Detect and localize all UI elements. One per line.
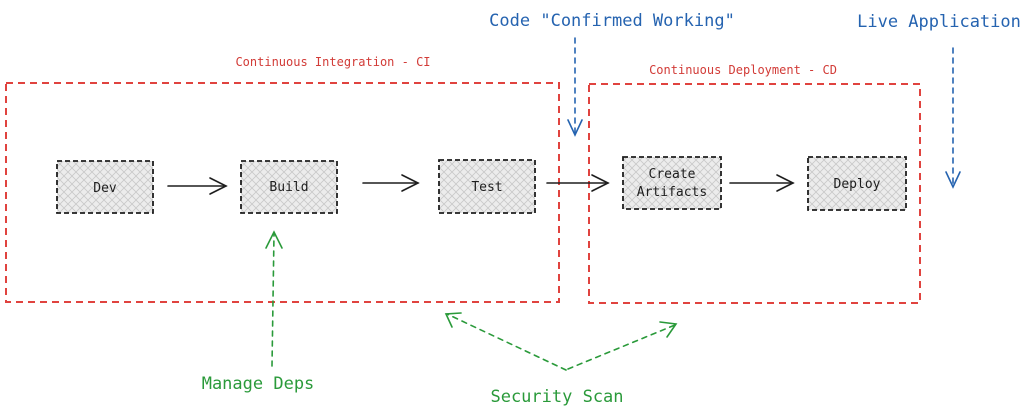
node-build-label: Build bbox=[269, 180, 308, 195]
security-scan-arrows bbox=[444, 312, 678, 371]
arrow-build-to-test bbox=[362, 174, 420, 192]
node-create-artifacts-line2: Artifacts bbox=[637, 185, 707, 200]
node-create-artifacts-line1: Create bbox=[649, 167, 696, 182]
ci-group-box bbox=[5, 82, 560, 303]
arrow-test-to-artifacts bbox=[546, 174, 610, 192]
manage-deps-arrow bbox=[265, 230, 283, 367]
confirmed-working-label: Code "Confirmed Working" bbox=[489, 11, 735, 31]
node-deploy-label: Deploy bbox=[834, 177, 881, 192]
node-dev: Dev bbox=[56, 160, 154, 214]
node-create-artifacts: Create Artifacts bbox=[622, 156, 722, 210]
node-dev-label: Dev bbox=[93, 181, 117, 196]
security-scan-label: Security Scan bbox=[490, 387, 623, 407]
live-application-label: Live Application bbox=[857, 12, 1021, 32]
node-deploy: Deploy bbox=[807, 156, 907, 211]
confirmed-working-arrow bbox=[567, 37, 583, 137]
node-test: Test bbox=[438, 159, 536, 214]
ci-group-label: Continuous Integration - CI bbox=[235, 55, 430, 69]
arrow-artifacts-to-deploy bbox=[729, 174, 795, 192]
arrow-dev-to-build bbox=[167, 177, 228, 195]
cd-group-box bbox=[588, 83, 921, 304]
node-test-label: Test bbox=[471, 180, 502, 195]
live-application-arrow bbox=[945, 47, 961, 189]
manage-deps-label: Manage Deps bbox=[202, 374, 315, 394]
cd-group-label: Continuous Deployment - CD bbox=[649, 63, 837, 77]
node-build: Build bbox=[240, 160, 338, 214]
